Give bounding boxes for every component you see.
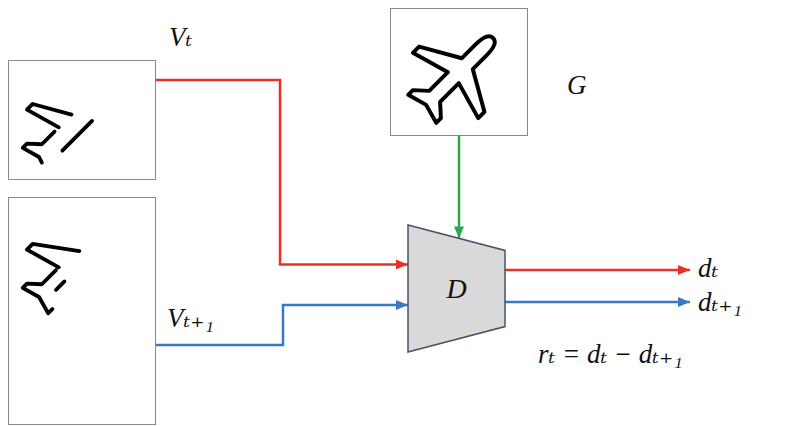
node-label: D (446, 273, 466, 305)
formula-label: rₜ = dₜ − dₜ₊₁ (538, 340, 683, 370)
image-label: G (567, 71, 587, 101)
connector-arrow (156, 80, 408, 264)
image-box: G (390, 8, 528, 136)
image-box: Vₜ₊₁ (8, 197, 156, 425)
output-label: dₜ₊₁ (698, 288, 742, 318)
output-arrow (505, 269, 690, 272)
partial-airplane-icon (6, 83, 92, 169)
output-label: dₜ (698, 254, 718, 284)
discriminator-trapezoid: D (408, 225, 505, 352)
airplane-icon (390, 5, 526, 141)
connector-arrow (156, 305, 408, 345)
output-arrow (505, 301, 690, 304)
image-label: Vₜ (169, 23, 192, 53)
connector-arrow (458, 136, 461, 238)
image-box: Vₜ (8, 60, 156, 180)
image-label: Vₜ₊₁ (167, 304, 214, 334)
partial-airplane-icon (6, 224, 95, 313)
